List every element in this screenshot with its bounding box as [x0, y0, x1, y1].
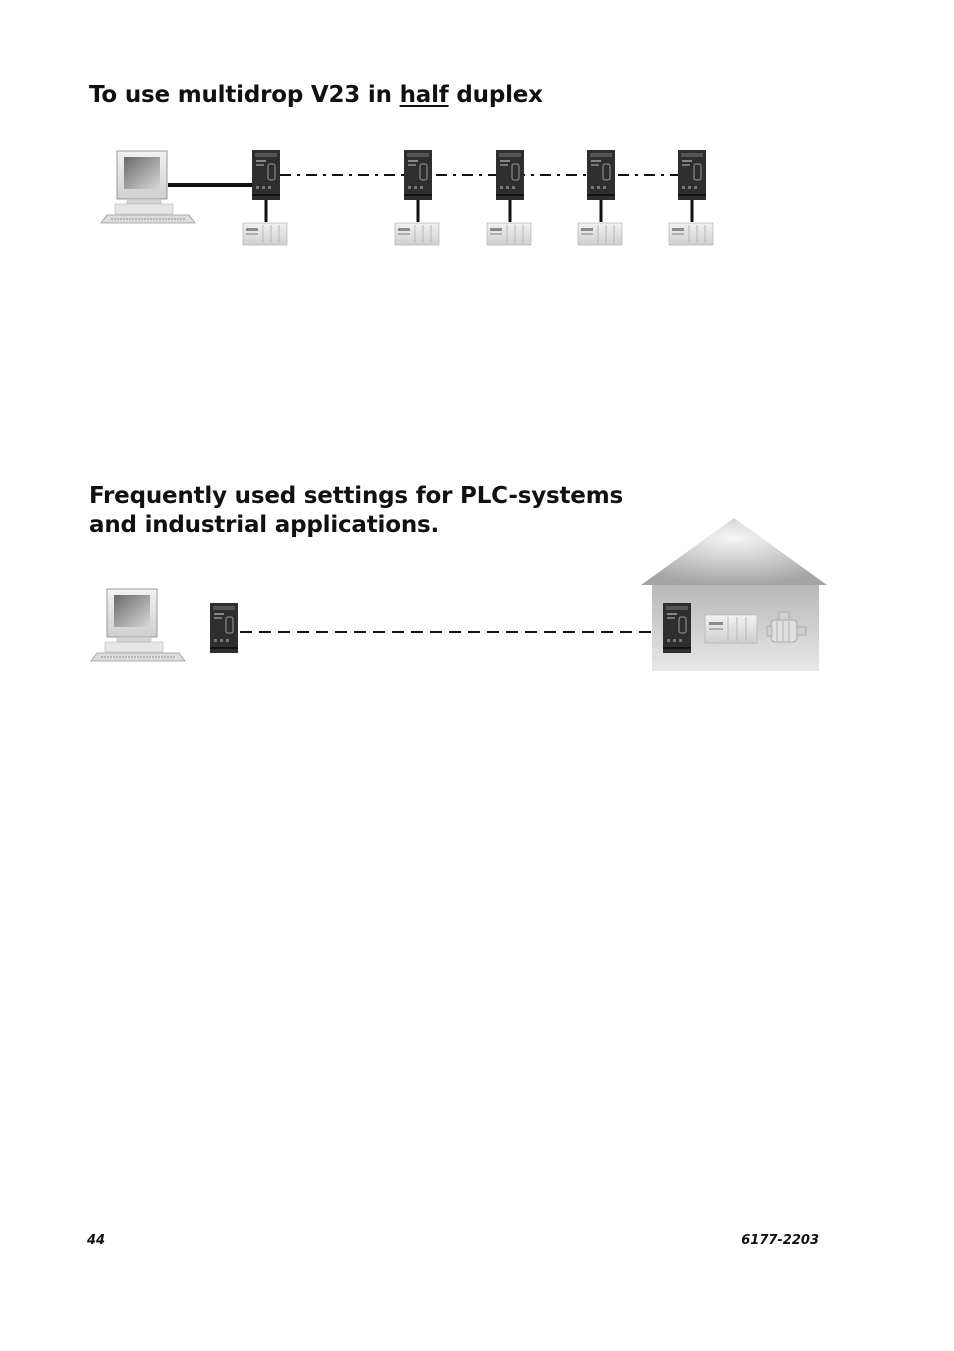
title-text-post: duplex: [448, 82, 543, 108]
plc-icon: [394, 222, 440, 246]
page-number: 44: [87, 1233, 106, 1248]
title-line-1: Frequently used settings for PLC-systems: [89, 483, 623, 509]
modem-icon: [586, 149, 616, 201]
title-line-2: and industrial applications.: [89, 512, 440, 538]
section-title-multidrop: To use multidrop V23 in half duplex: [89, 81, 543, 110]
modem-icon: [677, 149, 707, 201]
plc-icon: [668, 222, 714, 246]
document-number: 6177-2203: [741, 1233, 819, 1248]
multidrop-diagram: [100, 149, 714, 246]
plc-icon: [577, 222, 623, 246]
plc-icon: [486, 222, 532, 246]
modem-icon: [251, 149, 281, 201]
motor-icon: [766, 611, 807, 643]
modem-icon: [495, 149, 525, 201]
plc-remote-diagram: [90, 518, 827, 671]
plc-icon: [242, 222, 288, 246]
modem-icon: [209, 602, 239, 654]
modem-icon: [403, 149, 433, 201]
title-text-underlined: half: [399, 82, 449, 108]
section-title-plc: Frequently used settings for PLC-systems…: [89, 482, 623, 540]
plc-icon: [704, 614, 758, 644]
modem-icon: [662, 602, 692, 654]
computer-icon: [90, 588, 186, 662]
title-text-pre: To use multidrop V23 in: [89, 82, 400, 108]
